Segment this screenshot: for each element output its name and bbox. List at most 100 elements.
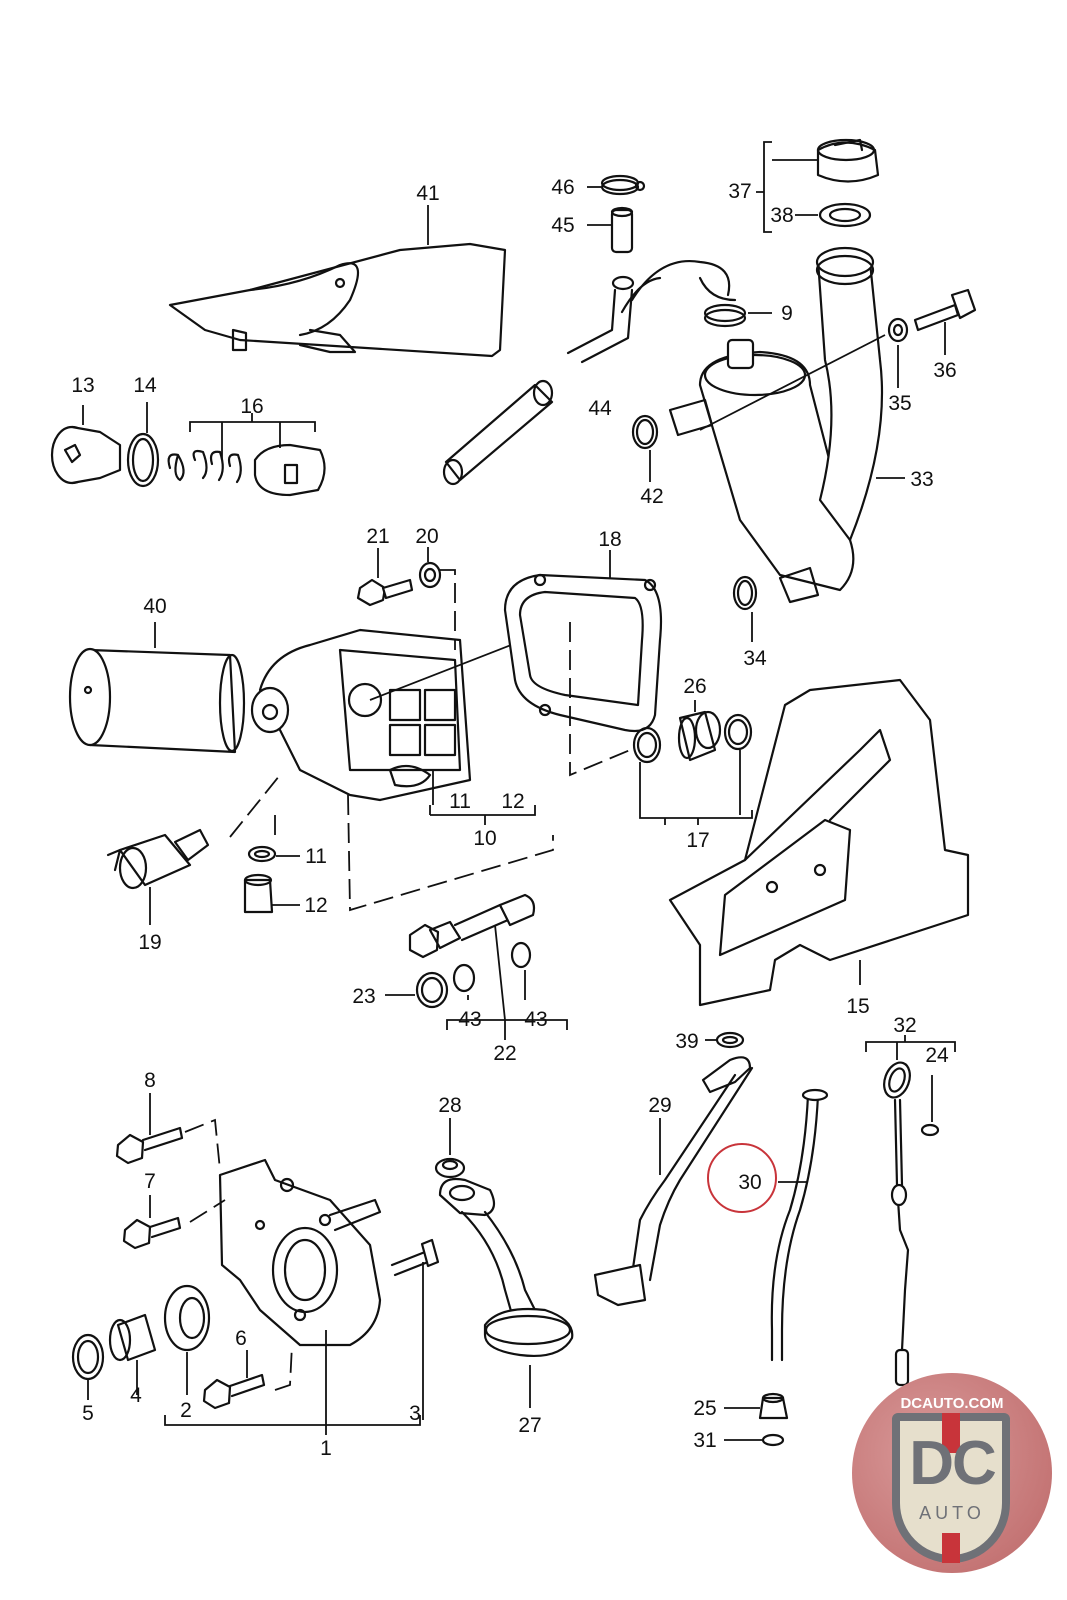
logo-stripe-top [942, 1413, 960, 1453]
label-5: 5 [82, 1402, 94, 1425]
label-34: 34 [743, 647, 767, 670]
label-15: 15 [846, 995, 869, 1018]
part-42-seal-ring[interactable] [631, 414, 659, 450]
dcauto-watermark-logo: DCAUTO.COM DC AUTO [852, 1373, 1052, 1573]
part-19-pressure-switch[interactable] [106, 828, 210, 890]
label-12-group: 12 [501, 790, 524, 813]
part-1-oil-pump[interactable] [218, 1158, 382, 1347]
label-20: 20 [415, 525, 438, 548]
label-36: 36 [933, 359, 956, 382]
part-36-bolt[interactable] [913, 288, 977, 332]
part-18-gasket[interactable] [503, 573, 663, 733]
part-13-plug-screw[interactable] [50, 425, 122, 485]
label-22: 22 [493, 1042, 516, 1065]
label-25: 25 [693, 1397, 716, 1420]
part-10-oil-filter-console[interactable] [250, 628, 472, 802]
label-31: 31 [693, 1429, 716, 1452]
part-39-seal-ring[interactable] [715, 1031, 745, 1049]
label-18: 18 [598, 528, 621, 551]
part-3-bolt[interactable] [390, 1238, 440, 1277]
part-24-seal-ring[interactable] [920, 1123, 940, 1137]
label-26: 26 [683, 675, 706, 698]
label-7: 7 [144, 1170, 156, 1193]
logo-shield [892, 1413, 1010, 1563]
label-2: 2 [180, 1399, 192, 1422]
part-20-washer[interactable] [418, 561, 442, 589]
part-2-shaft-seal[interactable] [163, 1284, 211, 1352]
label-46: 46 [551, 176, 574, 199]
label-38: 38 [770, 204, 793, 227]
label-1: 1 [320, 1437, 332, 1460]
label-29: 29 [648, 1094, 671, 1117]
part-40-oil-filter[interactable] [68, 647, 246, 754]
label-45: 45 [551, 214, 574, 237]
label-33: 33 [910, 468, 933, 491]
label-37: 37 [728, 180, 751, 203]
label-10: 10 [473, 827, 496, 850]
label-44: 44 [588, 397, 612, 420]
label-19: 19 [138, 931, 161, 954]
part-8-bolt[interactable] [115, 1126, 184, 1165]
label-32: 32 [893, 1014, 916, 1037]
label-40: 40 [143, 595, 166, 618]
part-43-seal-rings[interactable] [452, 941, 532, 993]
label-6: 6 [235, 1327, 247, 1350]
part-16-relief-valve[interactable] [167, 443, 326, 497]
part-28-grommet[interactable] [434, 1157, 466, 1179]
part-26-plug[interactable] [677, 710, 722, 762]
part-27-suction-pipe[interactable] [438, 1177, 574, 1357]
part-12-plug[interactable] [243, 873, 274, 914]
label-39: 39 [675, 1030, 698, 1053]
label-17: 17 [686, 829, 709, 852]
label-11: 11 [305, 845, 327, 868]
part-11-seal-ring[interactable] [247, 845, 277, 863]
part-45-plug[interactable] [610, 206, 634, 254]
part-33-oil-tank[interactable] [668, 246, 884, 604]
label-43-b: 43 [524, 1008, 547, 1031]
label-14: 14 [133, 374, 157, 397]
part-44-breather-hose[interactable] [442, 260, 737, 486]
part-30-dipstick-guide[interactable] [770, 1088, 829, 1362]
part-17-seal-rings[interactable] [632, 713, 753, 764]
label-41: 41 [416, 182, 439, 205]
label-28: 28 [438, 1094, 461, 1117]
label-42: 42 [640, 485, 663, 508]
part-29-dipstick-tube[interactable] [593, 1056, 754, 1307]
part-34-seal-ring[interactable] [732, 575, 758, 611]
label-3: 3 [409, 1402, 421, 1425]
label-16: 16 [240, 395, 263, 418]
part-32-dipstick[interactable] [880, 1059, 915, 1387]
logo-brand: DC [909, 1429, 997, 1498]
label-43-a: 43 [458, 1008, 481, 1031]
part-21-bolt[interactable] [356, 578, 414, 607]
part-14-seal-ring[interactable] [126, 432, 160, 488]
logo-sub: AUTO [919, 1503, 985, 1523]
part-38-cap-seal[interactable] [818, 202, 872, 228]
part-6-bolt[interactable] [202, 1373, 266, 1410]
part-25-plug[interactable] [758, 1392, 789, 1420]
part-22-banjo-bolt[interactable] [408, 893, 536, 959]
part-46-hose-clamp[interactable] [600, 174, 646, 196]
label-21: 21 [366, 525, 389, 548]
part-15-heat-shield[interactable] [668, 678, 970, 1007]
label-35: 35 [888, 392, 911, 415]
part-23-seal-ring[interactable] [415, 971, 449, 1009]
part-5-seal-ring[interactable] [71, 1333, 105, 1381]
highlight-circle-part-30 [707, 1143, 777, 1213]
part-4-bush[interactable] [108, 1313, 157, 1362]
logo-stripe-bottom [942, 1533, 960, 1563]
logo-url: DCAUTO.COM [900, 1395, 1004, 1412]
part-37-filler-cap[interactable] [816, 138, 880, 183]
label-24: 24 [925, 1044, 949, 1067]
part-41-heat-shield[interactable] [168, 242, 507, 358]
part-35-washer[interactable] [887, 317, 909, 343]
label-13: 13 [71, 374, 94, 397]
part-7-bolt[interactable] [122, 1216, 182, 1250]
label-12: 12 [304, 894, 327, 917]
part-9-clamp[interactable] [703, 303, 747, 328]
part-31-seal-ring[interactable] [761, 1433, 785, 1447]
label-11-group: 11 [449, 790, 471, 813]
part-labels: 41 46 45 37 38 9 36 35 44 42 33 13 14 16… [71, 176, 956, 1460]
label-8: 8 [144, 1069, 156, 1092]
